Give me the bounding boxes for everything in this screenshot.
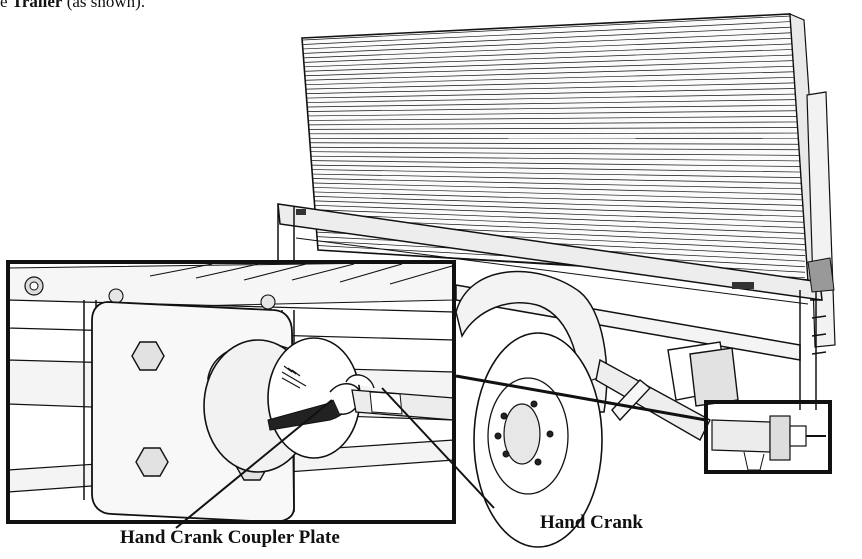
ramp-slat-line xyxy=(307,88,796,99)
ramp-slat-line xyxy=(310,142,800,145)
ramp-slat-line xyxy=(313,191,804,206)
ramp-slat-line xyxy=(314,196,804,212)
ramp-slat-line xyxy=(303,32,793,54)
ramp-slat-line xyxy=(308,104,797,112)
ramp-slat-line xyxy=(311,160,801,167)
ramp-slat-line xyxy=(302,15,792,41)
ramp-panel xyxy=(301,13,836,348)
ramp-slat-line xyxy=(315,209,805,229)
ramp-slat-line xyxy=(310,146,800,151)
instruction-bold-term: Trailer xyxy=(11,0,63,11)
ramp-slat-line xyxy=(308,110,798,117)
ramp-slat-line xyxy=(304,49,794,68)
hand-crank-coupler-plate-label: Hand Crank Coupler Plate xyxy=(120,527,340,548)
ramp-slat-line xyxy=(313,187,803,201)
hand-crank-label: Hand Crank xyxy=(540,512,643,533)
ramp-slat-line xyxy=(305,54,794,72)
wheel-assembly xyxy=(455,270,653,548)
ramp-slat-line xyxy=(314,200,805,218)
ramp-slat-line xyxy=(311,155,801,162)
ramp-slat-line xyxy=(315,213,805,234)
inset-magnified-view xyxy=(6,260,456,524)
ramp-slat-line xyxy=(303,21,792,45)
ramp-slat-line xyxy=(307,99,797,108)
ramp-slat-line xyxy=(303,26,792,50)
ramp-slat-line xyxy=(305,65,795,81)
ramp-slat-line xyxy=(304,37,793,59)
ramp-slat-line xyxy=(307,93,797,103)
detail-connector-line xyxy=(455,374,707,422)
ramp-slat-line xyxy=(305,60,794,77)
leader-hand-crank xyxy=(381,387,495,509)
ramp-slat-line xyxy=(306,76,795,90)
instruction-prefix: e xyxy=(0,0,8,11)
ramp-slat-line xyxy=(314,204,805,223)
leader-coupler-plate xyxy=(175,399,333,529)
ramp-slat-line xyxy=(312,173,802,184)
ramp-slat-line xyxy=(311,164,802,173)
ramp-slat-line xyxy=(308,115,798,121)
ramp-slat-line xyxy=(304,43,793,63)
ramp-slat-line xyxy=(309,121,798,126)
ramp-slat-line xyxy=(306,71,795,86)
ramp-slat-line xyxy=(312,169,802,179)
instruction-suffix: (as shown). xyxy=(66,0,146,11)
ramp-slat-line xyxy=(309,127,799,130)
trailer-tongue xyxy=(595,341,739,441)
ramp-slat-line xyxy=(310,151,801,156)
crank-detail-box xyxy=(704,400,832,474)
ramp-slat-line xyxy=(309,132,799,135)
ramp-slat-line xyxy=(306,82,796,94)
ramp-slat-line xyxy=(312,178,803,190)
ramp-slat-line xyxy=(313,182,803,195)
instruction-text: e Trailer (as shown). xyxy=(0,0,145,12)
